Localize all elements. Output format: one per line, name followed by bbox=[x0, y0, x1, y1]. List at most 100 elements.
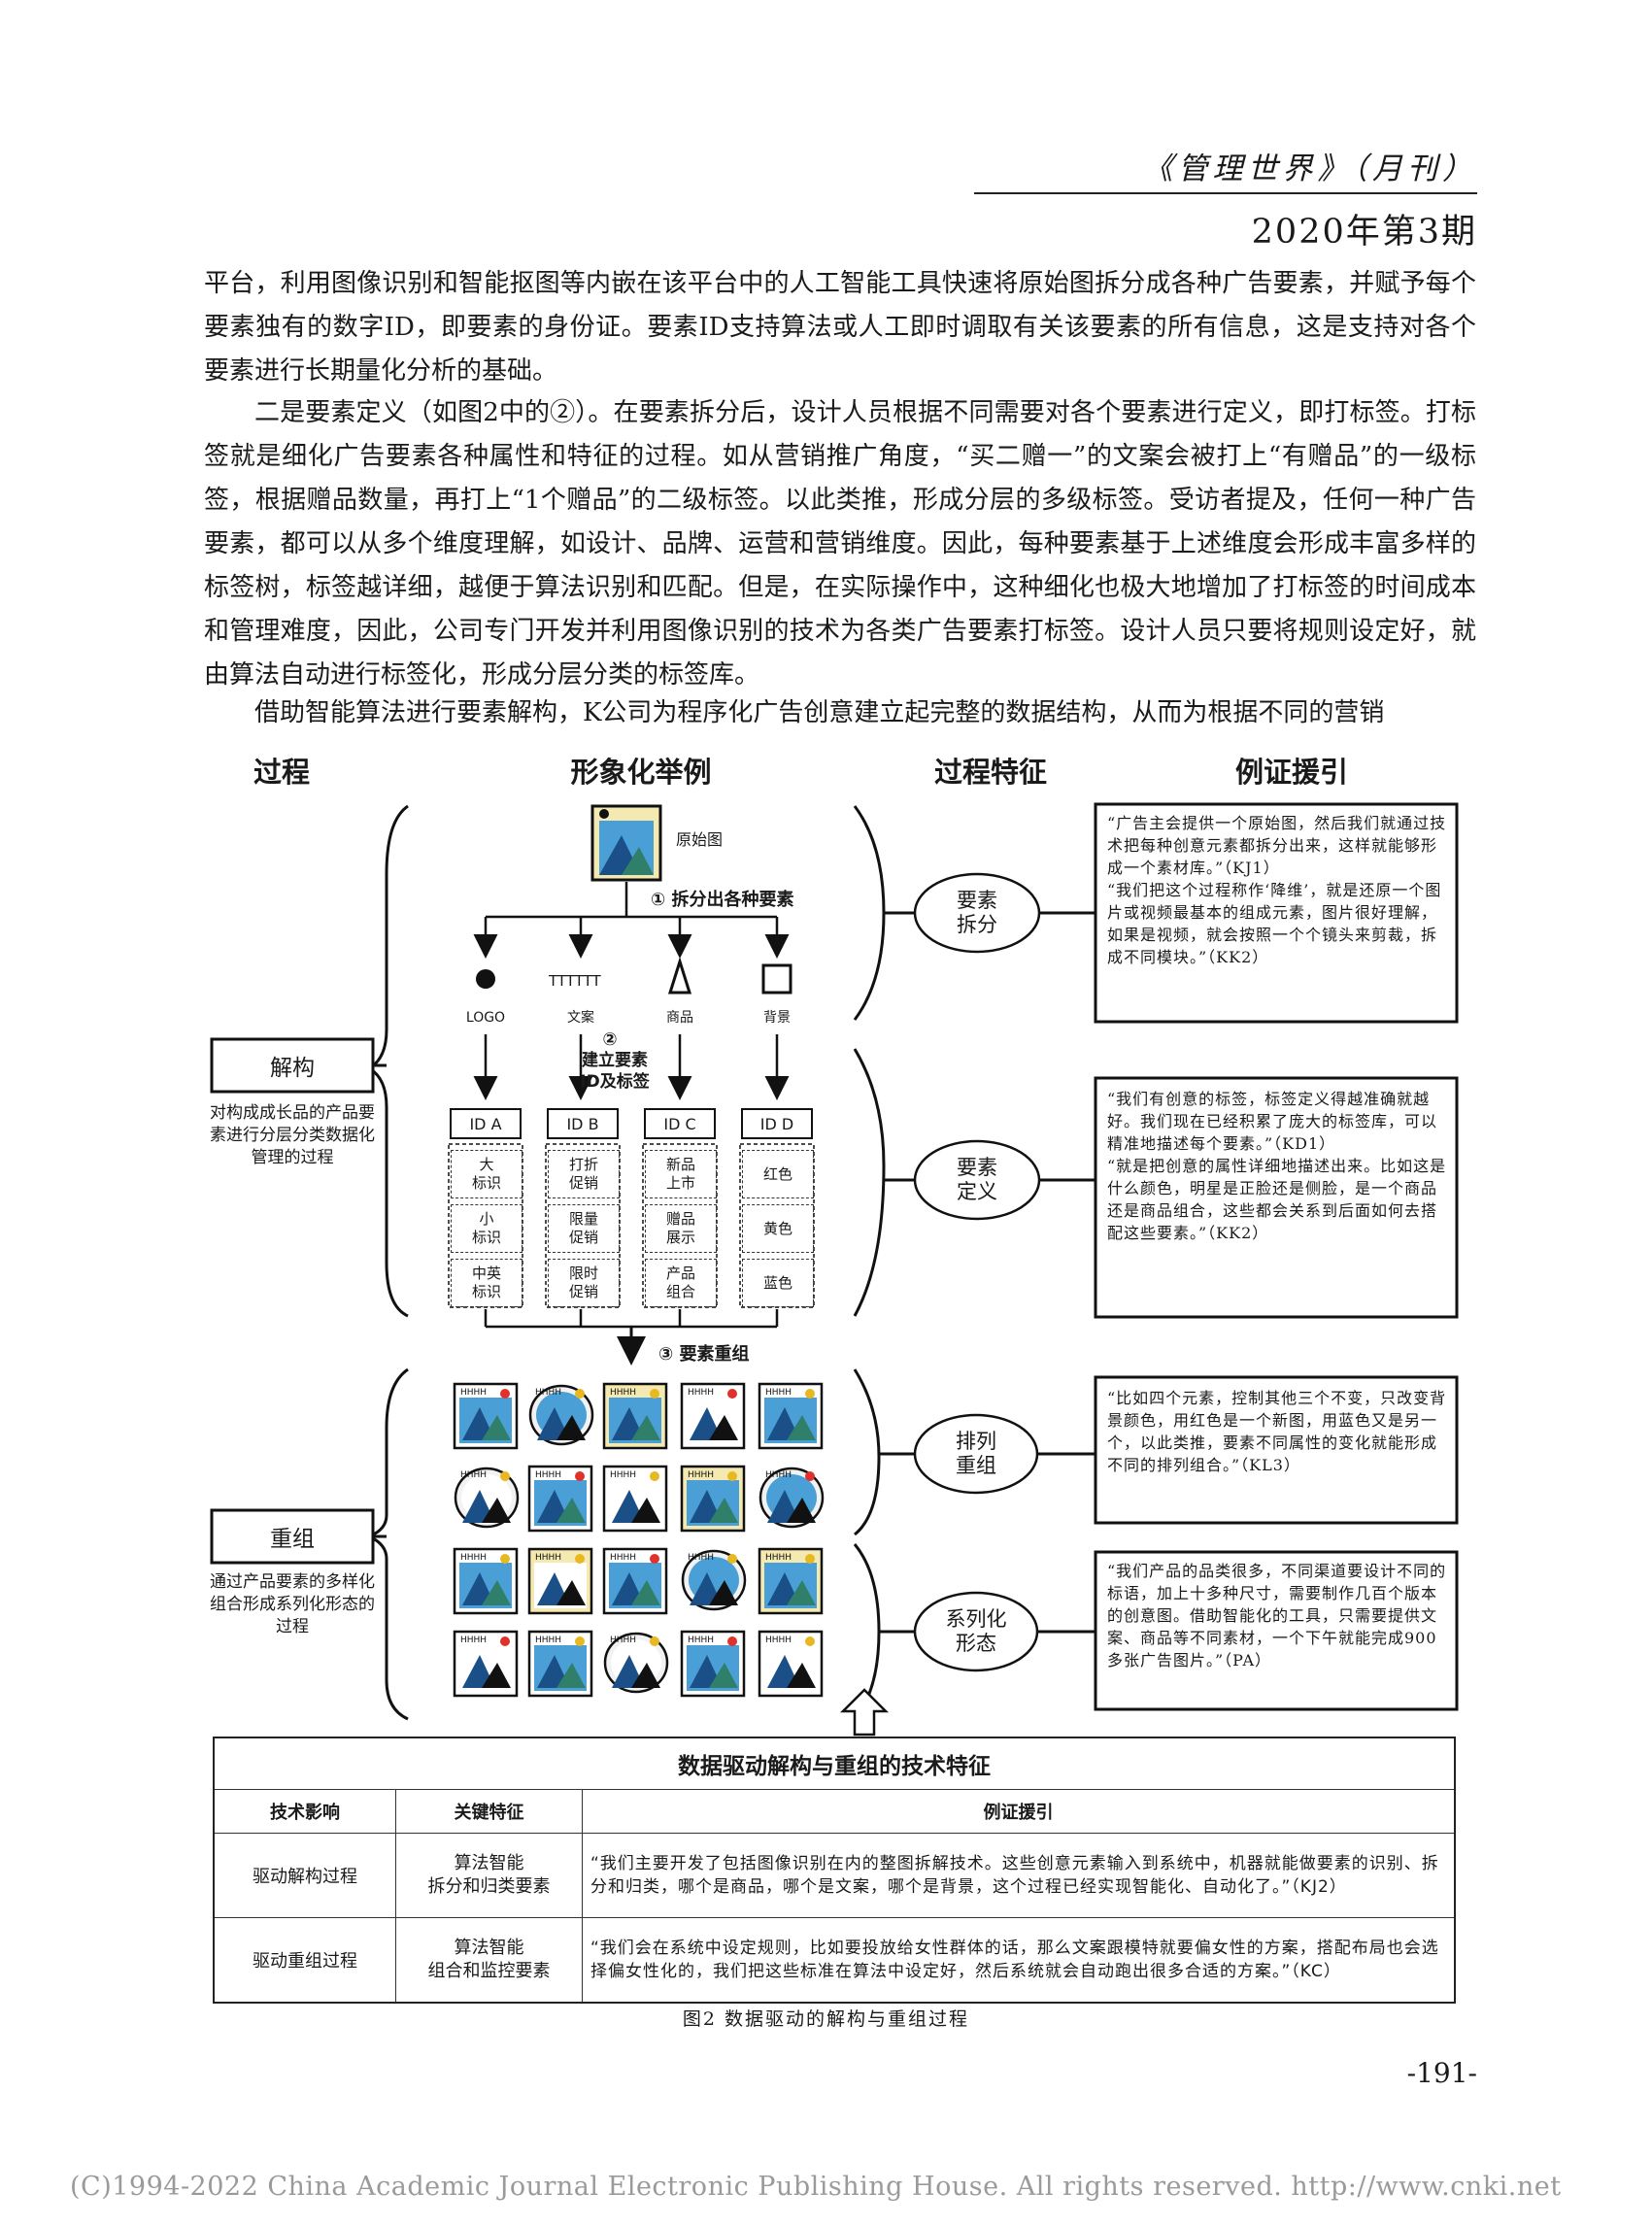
table-cell-feature-b: 拆分和归类要素 bbox=[427, 1876, 551, 1897]
svg-text:HHHH: HHHH bbox=[460, 1636, 487, 1645]
feature-permute: 排列 重组 bbox=[956, 1430, 996, 1477]
header-rule bbox=[974, 192, 1477, 194]
process-box-deconstruct: 解构 bbox=[270, 1056, 315, 1081]
journal-title: 《管理世界》（月刊） bbox=[1142, 152, 1477, 186]
tag-cell: 红色 bbox=[742, 1150, 814, 1198]
table-cell-feature-b: 组合和监控要素 bbox=[427, 1961, 551, 1981]
feature-define: 要素 定义 bbox=[957, 1156, 997, 1203]
ad-tile: HHHH bbox=[602, 1382, 668, 1450]
copyright-footer: (C)1994-2022 China Academic Journal Elec… bbox=[70, 2172, 1562, 2202]
ad-tile: HHHH bbox=[680, 1382, 746, 1450]
ad-tile: HHHH bbox=[758, 1630, 824, 1698]
tech-feature-table: 数据驱动解构与重组的技术特征 技术影响 关键特征 例证援引 驱动解构过程 算法智… bbox=[213, 1737, 1456, 2004]
step2-label-b: ID及标签 bbox=[580, 1072, 650, 1092]
feature-split: 要素 拆分 bbox=[957, 889, 997, 936]
table-row: 驱动重组过程 算法智能组合和监控要素 “我们会在系统中设定规则，比如要投放给女性… bbox=[213, 1917, 1456, 2004]
ad-tile: HHHH bbox=[602, 1465, 668, 1533]
quote-split: “广告主会提供一个原始图，然后我们就通过技术把每种创意元素都拆分出来，这样就能够… bbox=[1107, 814, 1447, 966]
col-header-process: 过程 bbox=[253, 756, 310, 789]
ad-tile: HHHH bbox=[453, 1382, 519, 1450]
tag-cell: 产品 组合 bbox=[645, 1259, 717, 1307]
element-label-logo: LOGO bbox=[465, 1010, 506, 1026]
step3-label: ③ 要素重组 bbox=[658, 1344, 750, 1365]
ad-tile: HHHH bbox=[758, 1547, 824, 1615]
ad-tile: HHHH bbox=[759, 1467, 825, 1529]
ad-tile: HHHH bbox=[453, 1630, 519, 1698]
ad-tile: HHHH bbox=[527, 1547, 593, 1615]
ad-tile: HHHH bbox=[454, 1467, 520, 1529]
tag-cell: 中英 标识 bbox=[451, 1259, 523, 1307]
ad-tile: HHHH bbox=[528, 1384, 594, 1446]
id-label-a: ID A bbox=[469, 1115, 502, 1133]
process-desc-deconstruct: 对构成成长品的产品要素进行分层分类数据化管理的过程 bbox=[210, 1103, 375, 1167]
element-label-product: 商品 bbox=[666, 1010, 693, 1026]
tag-cell: 黄色 bbox=[742, 1204, 814, 1253]
step2-number: ② bbox=[602, 1029, 618, 1050]
up-arrow-icon bbox=[839, 1688, 890, 1737]
ad-tile: HHHH bbox=[680, 1465, 746, 1533]
element-glyph-copy: TTTTTT bbox=[549, 972, 601, 990]
svg-text:HHHH: HHHH bbox=[610, 1636, 636, 1645]
process-box-recombine: 重组 bbox=[270, 1527, 315, 1552]
quote-permute: “比如四个元素，控制其他三个不变，只改变背景颜色，用红色是一个新图，用蓝色又是另… bbox=[1107, 1389, 1447, 1474]
svg-text:HHHH: HHHH bbox=[535, 1636, 561, 1645]
svg-text:HHHH: HHHH bbox=[535, 1388, 561, 1398]
paragraph-3: 借助智能算法进行要素解构，K公司为程序化广告创意建立起完整的数据结构，从而为根据… bbox=[254, 698, 1385, 727]
step2-label-a: 建立要素 bbox=[582, 1051, 648, 1070]
svg-text:HHHH: HHHH bbox=[460, 1470, 487, 1480]
id-label-b: ID B bbox=[566, 1115, 599, 1133]
quote-define: “我们有创意的标签，标签定义得越准确就越好。我们现在已经积累了庞大的标签库，可以… bbox=[1107, 1090, 1447, 1242]
feature-series: 系列化 形态 bbox=[945, 1607, 1007, 1655]
table-header-impact: 技术影响 bbox=[213, 1789, 396, 1834]
table-cell-impact: 驱动解构过程 bbox=[213, 1833, 396, 1918]
svg-text:HHHH: HHHH bbox=[765, 1553, 792, 1563]
ad-tile: HHHH bbox=[603, 1632, 669, 1694]
ad-tile: HHHH bbox=[758, 1382, 824, 1450]
svg-text:HHHH: HHHH bbox=[460, 1553, 487, 1563]
svg-text:HHHH: HHHH bbox=[688, 1388, 714, 1398]
ad-tile: HHHH bbox=[527, 1630, 593, 1698]
tag-cell: 限量 促销 bbox=[548, 1204, 620, 1253]
svg-text:HHHH: HHHH bbox=[610, 1553, 636, 1563]
page-number: -191- bbox=[1406, 2057, 1477, 2089]
svg-text:HHHH: HHHH bbox=[688, 1636, 714, 1645]
svg-text:HHHH: HHHH bbox=[688, 1553, 714, 1563]
tile-grid: HHHH HHHH HHHH HHHH HHHH HHHH HHHH HHHH HHHH HHHH… bbox=[453, 1382, 825, 1698]
figure-caption: 图2 数据驱动的解构与重组过程 bbox=[682, 2008, 970, 2030]
table-cell-feature: 算法智能拆分和归类要素 bbox=[395, 1833, 583, 1918]
svg-text:HHHH: HHHH bbox=[688, 1470, 714, 1480]
col-header-evidence: 例证援引 bbox=[1234, 756, 1348, 789]
id-label-c: ID C bbox=[663, 1115, 696, 1133]
table-cell-impact: 驱动重组过程 bbox=[213, 1917, 396, 2004]
table-cell-feature: 算法智能组合和监控要素 bbox=[395, 1917, 583, 2004]
process-desc-recombine: 通过产品要素的多样化组合形成系列化形态的过程 bbox=[210, 1572, 375, 1636]
id-label-d: ID D bbox=[759, 1115, 794, 1133]
quote-series: “我们产品的品类很多，不同渠道要设计不同的标语，加上十多种尺寸，需要制作几百个版… bbox=[1107, 1562, 1447, 1670]
svg-text:HHHH: HHHH bbox=[610, 1388, 636, 1398]
svg-text:HHHH: HHHH bbox=[765, 1388, 792, 1398]
paragraph-1: 平台，利用图像识别和智能抠图等内嵌在该平台中的人工智能工具快速将原始图拆分成各种… bbox=[204, 269, 1476, 386]
ad-tile: HHHH bbox=[602, 1547, 668, 1615]
col-header-feature: 过程特征 bbox=[933, 756, 1047, 789]
tag-cell: 小 标识 bbox=[451, 1204, 523, 1253]
tag-cell: 大 标识 bbox=[451, 1150, 523, 1198]
ad-tile: HHHH bbox=[681, 1549, 747, 1611]
ad-tile: HHHH bbox=[527, 1465, 593, 1533]
svg-text:HHHH: HHHH bbox=[535, 1470, 561, 1480]
tag-cell: 新品 上市 bbox=[645, 1150, 717, 1198]
svg-text:HHHH: HHHH bbox=[765, 1470, 792, 1480]
original-image-icon bbox=[590, 804, 662, 882]
tag-cell: 赠品 展示 bbox=[645, 1204, 717, 1253]
svg-text:HHHH: HHHH bbox=[765, 1636, 792, 1645]
original-image-label: 原始图 bbox=[676, 830, 724, 849]
ad-tile: HHHH bbox=[680, 1630, 746, 1698]
tag-cell: 打折 促销 bbox=[548, 1150, 620, 1198]
table-row: 驱动解构过程 算法智能拆分和归类要素 “我们主要开发了包括图像识别在内的整图拆解… bbox=[213, 1833, 1456, 1918]
svg-text:HHHH: HHHH bbox=[460, 1388, 487, 1398]
svg-text:HHHH: HHHH bbox=[535, 1553, 561, 1563]
tag-cell: 限时 促销 bbox=[548, 1259, 620, 1307]
table-title: 数据驱动解构与重组的技术特征 bbox=[213, 1737, 1456, 1790]
table-header-evidence: 例证援引 bbox=[582, 1789, 1456, 1834]
table-cell-feature-a: 算法智能 bbox=[454, 1853, 524, 1873]
